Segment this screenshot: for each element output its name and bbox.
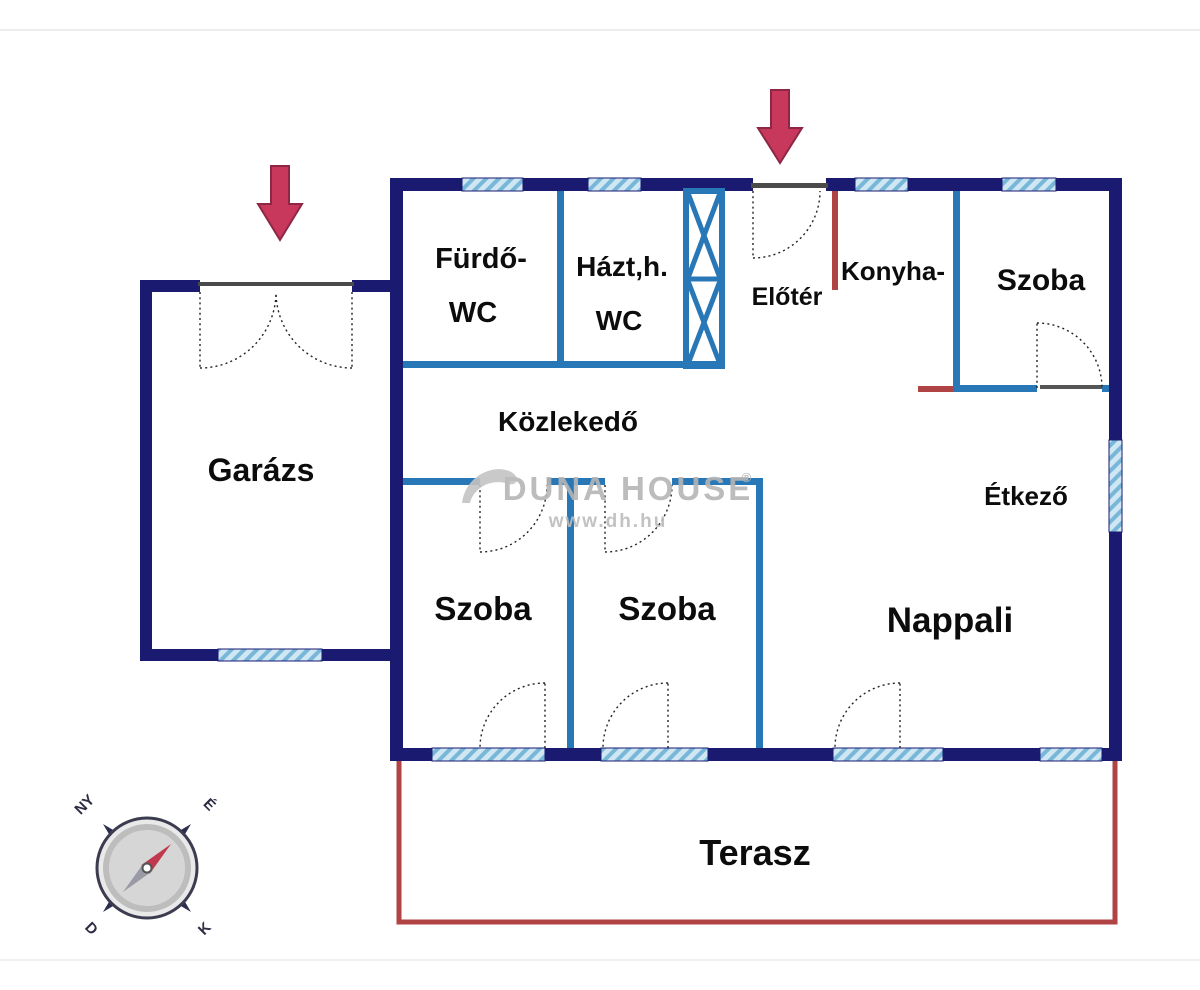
room-label-eloter: Előtér <box>752 283 823 311</box>
room-labels: Fürdő- WC Házt,h. WC Előtér Konyha- Szob… <box>208 243 1086 873</box>
window-top-konyha <box>854 177 909 192</box>
garage-door-right-arc <box>275 291 353 369</box>
compass-label-sw: D <box>81 919 101 939</box>
compass-label-se: K <box>195 919 215 939</box>
room-label-furdo-line1: Fürdő- <box>435 243 527 275</box>
entrance-lintel <box>751 183 828 188</box>
interior-walls <box>403 191 1109 748</box>
terrace-arc-szoba-mid <box>602 682 669 749</box>
room-label-garazs: Garázs <box>208 452 315 488</box>
watermark-swoosh-icon <box>462 469 517 503</box>
window-top-hazt <box>587 177 642 192</box>
szoba-door-leaf <box>1040 385 1102 389</box>
entrance-door-arc <box>752 190 821 259</box>
compass-label-ne: É <box>200 795 219 814</box>
room-label-hazt-line2: WC <box>596 305 643 336</box>
compass-label-nw: NY <box>71 791 98 818</box>
room-label-kozlekedo: Közlekedő <box>498 406 638 437</box>
szoba-mid-door-arc <box>604 484 673 553</box>
window-garage <box>217 648 323 662</box>
window-top-furdo <box>461 177 524 192</box>
terrace-door-szoba-mid <box>600 747 709 762</box>
terrace-arc-szoba-left <box>479 682 546 749</box>
compass-hub <box>141 862 153 874</box>
compass-rose: NY É D K <box>71 791 218 938</box>
photo-frame <box>0 29 1200 961</box>
red-walls <box>832 191 953 392</box>
watermark-reg-mark: ® <box>742 470 755 485</box>
room-label-terasz: Terasz <box>699 832 810 873</box>
garage-door-left-arc <box>199 291 277 369</box>
terrace-door-szoba-left <box>431 747 546 762</box>
window-top-szoba <box>1001 177 1057 192</box>
window-bottom-right <box>1039 747 1103 762</box>
door-arcs <box>199 190 1103 749</box>
entrance-arrows <box>256 89 804 242</box>
windows <box>217 177 1123 762</box>
watermark-brand: DUNA HOUSE <box>503 470 754 507</box>
main-entrance-arrow-icon <box>756 89 804 165</box>
outer-walls <box>140 178 1122 761</box>
watermark-url: www.dh.hu <box>548 511 668 532</box>
door-lintels <box>198 183 1102 389</box>
garage-lintel <box>198 282 354 286</box>
terrace-outline <box>396 756 1118 925</box>
terrace-door-nappali <box>832 747 944 762</box>
room-label-etkezo: Étkező <box>984 481 1068 511</box>
szoba-felso-door-arc <box>1036 322 1103 389</box>
room-label-hazt-line1: Házt,h. <box>576 251 668 282</box>
room-label-konyha: Konyha- <box>841 256 945 286</box>
room-label-szoba-kozep: Szoba <box>618 590 716 627</box>
garage-entrance-arrow-icon <box>256 165 304 242</box>
room-label-szoba-felso: Szoba <box>997 264 1086 297</box>
room-label-furdo-line2: WC <box>449 297 497 329</box>
terrace-arc-nappali <box>834 682 901 749</box>
window-right-etkezo <box>1108 439 1123 533</box>
shaft-symbol <box>683 188 725 369</box>
szoba-left-door-arc <box>479 484 548 553</box>
room-label-szoba-bal: Szoba <box>434 590 532 627</box>
room-label-nappali: Nappali <box>887 601 1013 640</box>
watermark: DUNA HOUSE ® www.dh.hu <box>462 469 755 532</box>
